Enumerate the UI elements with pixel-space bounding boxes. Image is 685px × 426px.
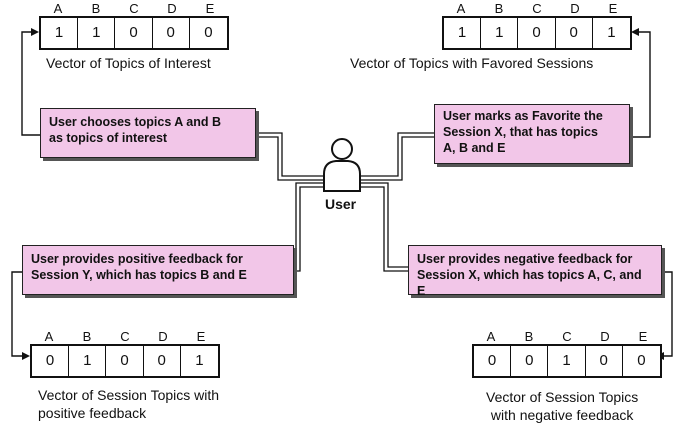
- cell-e: 0: [204, 24, 213, 41]
- cell-c: 0: [106, 346, 144, 376]
- caption-interest: Vector of Topics of Interest: [46, 55, 211, 71]
- cell-d: 0: [153, 18, 190, 48]
- box-positive-line1: User provides positive feedback for: [31, 252, 243, 266]
- header-b: B: [494, 1, 504, 16]
- header-c: C: [129, 1, 139, 16]
- connector-negative-to-user: [356, 182, 408, 268]
- header-e: E: [638, 329, 648, 344]
- arrow-negative-to-vector: [660, 271, 673, 357]
- header-b: B: [82, 329, 92, 344]
- header-a: A: [456, 1, 466, 16]
- header-c: C: [120, 329, 130, 344]
- header-c: C: [532, 1, 542, 16]
- cell-b: 1: [69, 346, 107, 376]
- vector-negative-cells: 0 0 1 0 0: [472, 344, 662, 378]
- header-d: D: [158, 329, 168, 344]
- box-favorite-line3: A, B and E: [443, 141, 506, 155]
- arrow-positive-to-vector: [11, 271, 24, 357]
- header-d: D: [600, 329, 610, 344]
- cell-a: 1: [41, 18, 79, 48]
- header-e: E: [205, 1, 215, 16]
- cell-d: 0: [144, 346, 181, 376]
- cell-b: 0: [511, 346, 549, 376]
- vector-positive-cells: 0 1 0 0 1: [30, 344, 220, 378]
- arrowhead-interest: [31, 28, 39, 36]
- vector-favored-cells: 1 1 0 0 1: [442, 16, 632, 50]
- connector-choose-to-user: [254, 132, 326, 177]
- caption-positive-line1: Vector of Session Topics with: [38, 387, 220, 403]
- header-e: E: [608, 1, 618, 16]
- box-choose-topics: User chooses topics A and B as topics of…: [40, 108, 256, 158]
- box-mark-favorite: User marks as Favorite the Session X, th…: [434, 104, 630, 164]
- box-positive-line2: Session Y, which has topics B and E: [31, 268, 247, 282]
- header-b: B: [524, 329, 534, 344]
- vector-interest-cells: 1 1 0 0 0: [39, 16, 229, 50]
- caption-negative-line2: with negative feedback: [490, 407, 634, 423]
- user-icon: [323, 138, 361, 192]
- caption-negative-line1: Vector of Session Topics: [486, 389, 639, 405]
- cell-a: 1: [444, 18, 482, 48]
- box-negative-line1: User provides negative feedback for: [417, 252, 633, 266]
- arrow-favorite-to-favored: [628, 31, 651, 138]
- cell-c: 0: [115, 18, 153, 48]
- cell-a: 0: [474, 346, 512, 376]
- header-d: D: [167, 1, 177, 16]
- box-favorite-line2: Session X, that has topics: [443, 125, 598, 139]
- box-favorite-line1: User marks as Favorite the: [443, 109, 603, 123]
- cell-c: 1: [548, 346, 586, 376]
- header-a: A: [53, 1, 63, 16]
- box-negative-feedback: User provides negative feedback for Sess…: [408, 245, 662, 298]
- connector-favorite-to-user: [360, 132, 434, 177]
- arrowhead-positive: [22, 352, 30, 360]
- box-positive-feedback: User provides positive feedback for Sess…: [22, 245, 294, 295]
- cell-b: 1: [78, 18, 116, 48]
- header-c: C: [562, 329, 572, 344]
- box-negative-line2: Session X, which has topics A, C, and E: [417, 268, 642, 298]
- header-d: D: [570, 1, 580, 16]
- cell-e: 1: [607, 24, 616, 41]
- arrow-choose-to-interest: [21, 31, 40, 136]
- caption-positive: Vector of Session Topics with positive f…: [38, 386, 219, 422]
- header-a: A: [486, 329, 496, 344]
- cell-e: 0: [637, 352, 646, 369]
- cell-d: 0: [556, 18, 593, 48]
- header-a: A: [44, 329, 54, 344]
- cell-c: 0: [518, 18, 556, 48]
- caption-favored: Vector of Topics with Favored Sessions: [350, 55, 594, 71]
- header-e: E: [196, 329, 206, 344]
- caption-positive-line2: positive feedback: [38, 405, 147, 421]
- arrowhead-favored: [631, 28, 639, 36]
- cell-a: 0: [32, 346, 70, 376]
- caption-negative: Vector of Session Topics with negative f…: [486, 388, 638, 424]
- cell-e: 1: [195, 352, 204, 369]
- cell-b: 1: [481, 18, 519, 48]
- user-label: User: [325, 196, 357, 212]
- header-b: B: [91, 1, 101, 16]
- box-choose-line2: as topics of interest: [49, 131, 168, 145]
- connector-positive-to-user: [292, 182, 330, 268]
- cell-d: 0: [586, 346, 623, 376]
- box-choose-line1: User chooses topics A and B: [49, 115, 222, 129]
